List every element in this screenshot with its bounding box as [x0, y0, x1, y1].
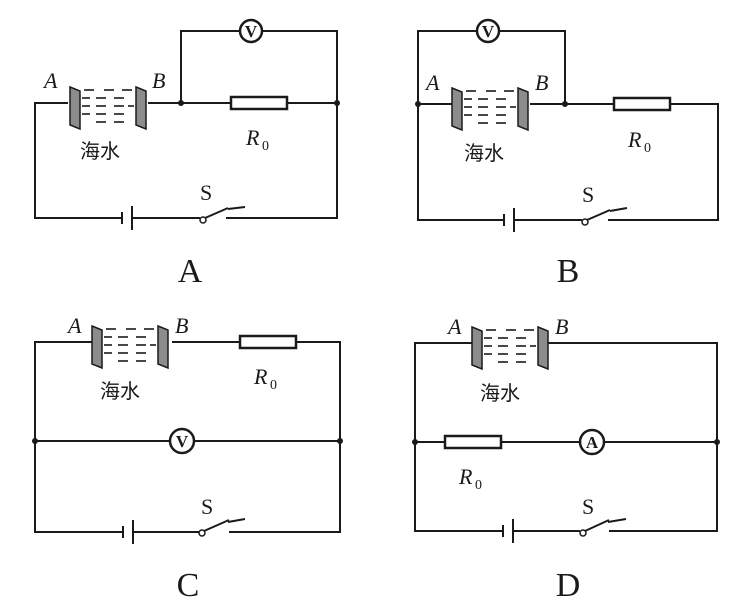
- voltmeter-symbol: V: [482, 22, 495, 41]
- label-seawater: 海水: [100, 379, 140, 403]
- label-electrode-a: A: [424, 70, 440, 95]
- voltmeter: V: [475, 18, 501, 44]
- label-resistor: R: [627, 127, 642, 152]
- junction-dot: [178, 100, 184, 106]
- voltmeter: V: [238, 18, 264, 44]
- label-resistor-subscript: 0: [644, 141, 651, 156]
- voltmeter: V: [168, 427, 196, 455]
- label-resistor-subscript: 0: [270, 378, 277, 393]
- seawater-cell: [471, 326, 549, 370]
- ammeter-symbol: A: [586, 433, 599, 452]
- junction-dot: [337, 438, 343, 444]
- resistor-r0: [612, 96, 672, 112]
- resistor-r0: [238, 334, 298, 350]
- battery: [502, 519, 514, 543]
- label-switch: S: [201, 494, 213, 519]
- option-label-b: B: [557, 253, 580, 290]
- option-label-c: C: [177, 567, 200, 604]
- label-electrode-b: B: [555, 314, 568, 339]
- label-seawater: 海水: [80, 139, 120, 163]
- resistor-r0: [443, 434, 503, 450]
- label-switch: S: [200, 180, 212, 205]
- junction-dot: [415, 101, 421, 107]
- option-label-d: D: [556, 567, 581, 604]
- label-electrode-a: A: [446, 314, 462, 339]
- junction-dot: [562, 101, 568, 107]
- label-electrode-b: B: [535, 70, 548, 95]
- junction-dot: [32, 438, 38, 444]
- seawater-cell: [451, 87, 529, 131]
- seawater-cell: [91, 325, 169, 369]
- battery: [122, 520, 134, 544]
- label-resistor: R: [245, 125, 260, 150]
- battery: [503, 208, 515, 232]
- voltmeter-symbol: V: [245, 22, 258, 41]
- junction-dot: [334, 100, 340, 106]
- label-electrode-b: B: [152, 68, 165, 93]
- label-seawater: 海水: [480, 381, 520, 405]
- switch-s: [579, 519, 610, 537]
- label-electrode-a: A: [42, 68, 58, 93]
- ammeter: A: [578, 428, 606, 456]
- switch-s: [198, 519, 230, 537]
- wire: [34, 102, 338, 219]
- label-resistor-subscript: 0: [262, 139, 269, 154]
- seawater-cell: [69, 86, 147, 130]
- battery: [121, 206, 133, 230]
- label-switch: S: [582, 494, 594, 519]
- label-resistor: R: [458, 464, 473, 489]
- switch-s: [581, 209, 611, 226]
- option-label-a: A: [178, 253, 203, 290]
- switch-s: [199, 207, 229, 224]
- label-switch: S: [582, 182, 594, 207]
- label-resistor-subscript: 0: [475, 478, 482, 493]
- junction-dot: [412, 439, 418, 445]
- circuit-option-a: V A B 海水 R 0 S A: [34, 18, 340, 290]
- circuit-option-b: V A B 海水 R 0 S B: [415, 18, 719, 290]
- circuit-option-c: V A B 海水 R 0 S C: [32, 313, 343, 604]
- resistor-r0: [229, 95, 289, 111]
- label-electrode-a: A: [66, 313, 82, 338]
- junction-dot: [714, 439, 720, 445]
- circuit-option-d: A A B 海水 R 0 S D: [412, 314, 720, 604]
- label-seawater: 海水: [464, 141, 504, 165]
- label-resistor: R: [253, 364, 268, 389]
- voltmeter-symbol: V: [176, 432, 189, 451]
- label-electrode-b: B: [175, 313, 188, 338]
